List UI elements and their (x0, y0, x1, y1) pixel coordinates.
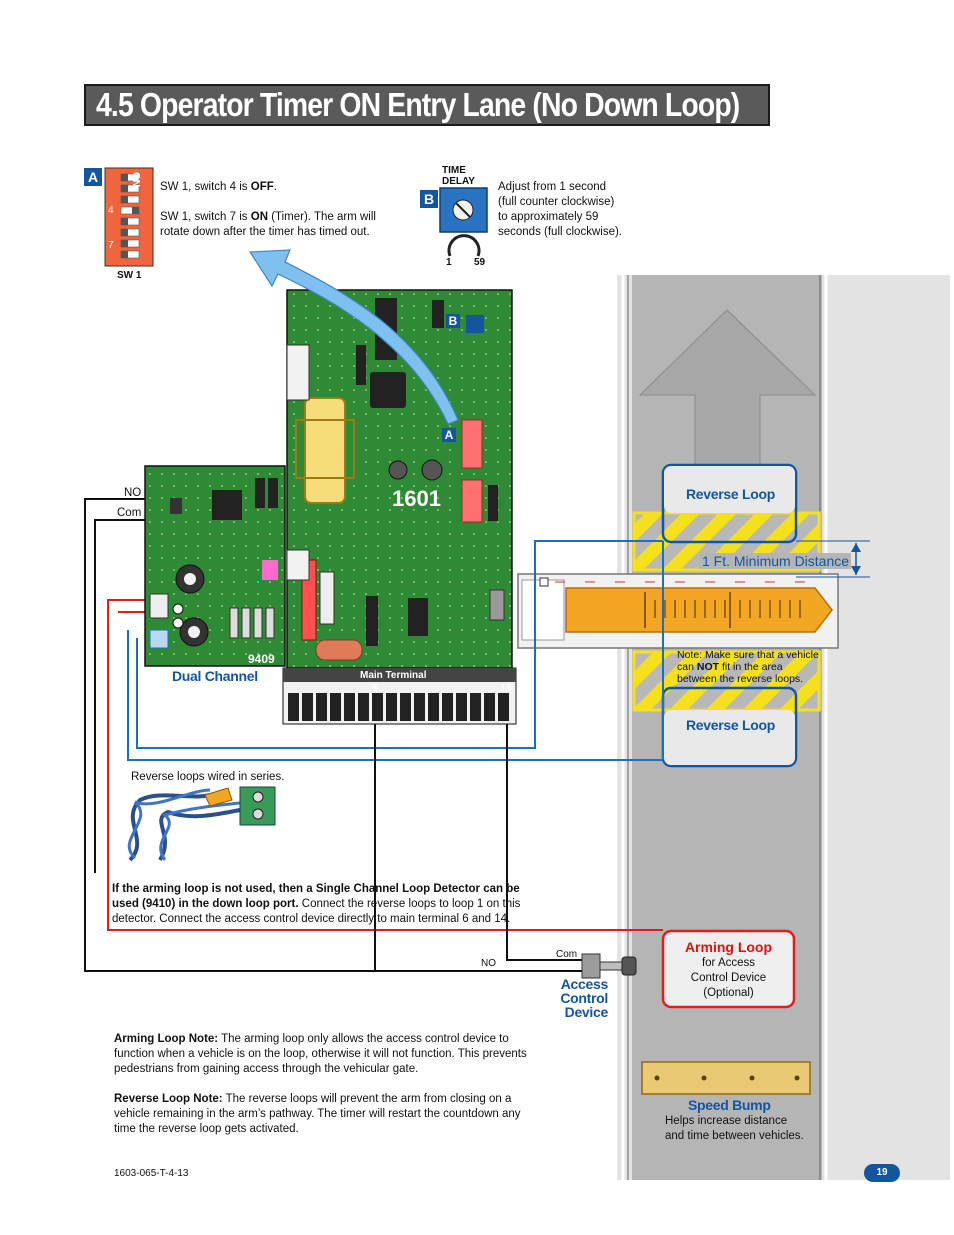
min-distance-marker (796, 540, 870, 578)
sw1-dip-switch (104, 167, 154, 267)
reverse-loop-top-fill (664, 466, 795, 513)
time-delay-note: Adjust from 1 second (full counter clock… (498, 181, 622, 238)
doc-id: 1603-065-T-4-13 (114, 1168, 189, 1179)
page-number: 19 (864, 1164, 900, 1182)
arming-loop-sub: for Access Control Device (Optional) (690, 957, 767, 999)
speed-bump-title: Speed Bump (688, 1097, 771, 1113)
gate-arm (517, 573, 839, 649)
dual-channel-label: Dual Channel (172, 668, 258, 684)
board-9409 (144, 465, 286, 667)
access-no-label: NO (481, 958, 496, 969)
vehicle-note: Note: Make sure that a vehicle can NOT f… (677, 649, 819, 685)
callout-arrow-icon (248, 249, 459, 425)
board-9409-no-label: NO (124, 487, 142, 499)
time-delay-label-2: DELAY (442, 176, 475, 187)
sw1-label: SW 1 (117, 270, 142, 281)
reverse-loop-hazard-bottom (632, 650, 821, 712)
badge-b-delay: B (420, 190, 438, 208)
reverse-loop-note: Reverse Loop Note: The reverse loops wil… (114, 1093, 521, 1135)
twisted-pair-wire (127, 786, 276, 862)
speed-bump-line2: and time between vehicles. (665, 1130, 804, 1142)
sw1-note-line3: rotate down after the timer has timed ou… (160, 226, 370, 238)
time-delay-pot (439, 187, 488, 257)
wires (84, 498, 663, 972)
reverse-loop-bottom-label: Reverse Loop (686, 717, 775, 733)
page-title: 4.5 Operator Timer ON Entry Lane (No Dow… (96, 86, 740, 123)
main-terminal-label: Main Terminal (360, 670, 427, 681)
time-delay-label-1: TIME (442, 165, 466, 176)
time-delay-max: 59 (474, 257, 486, 268)
sw1-on-label: ON (130, 172, 141, 187)
access-com-label: Com (556, 949, 578, 960)
sw1-switch-7: 7 (108, 240, 114, 251)
badge-a-sw1: A (84, 168, 102, 186)
board-9409-label: 9409 (248, 652, 275, 666)
time-delay-min: 1 (446, 257, 452, 268)
board-9409-com-label: Com (117, 507, 142, 519)
min-distance-label: 1 Ft. Minimum Distance (700, 553, 852, 569)
reverse-loop-top-label: Reverse Loop (686, 486, 775, 502)
arming-loop-note: Arming Loop Note: The arming loop only a… (114, 1033, 527, 1075)
sw1-switch-4: 4 (108, 205, 114, 216)
speed-bump (641, 1061, 811, 1095)
arming-loop (661, 929, 796, 1009)
sw1-note-line1: SW 1, switch 4 is OFF. (160, 181, 277, 193)
reverse-loop-top (661, 463, 798, 544)
arming-loop-title: Arming Loop (684, 939, 773, 955)
speed-bump-line1: Helps increase distance (665, 1115, 788, 1127)
access-control-connector (581, 953, 637, 979)
badge-a-board: A (442, 428, 456, 442)
terminal-14-label: 14 (500, 683, 512, 694)
access-control-label: Access Control Device (560, 976, 608, 1020)
board-1601-label: 1601 (392, 486, 441, 511)
terminal-6-label: 6 (372, 683, 378, 694)
series-note: Reverse loops wired in series. (131, 771, 285, 783)
badge-b-board: B (446, 314, 460, 328)
title-bar (84, 84, 770, 126)
sw1-note-line2: SW 1, switch 7 is ON (Timer). The arm wi… (160, 211, 376, 223)
single-channel-note: If the arming loop is not used, then a S… (112, 883, 521, 925)
